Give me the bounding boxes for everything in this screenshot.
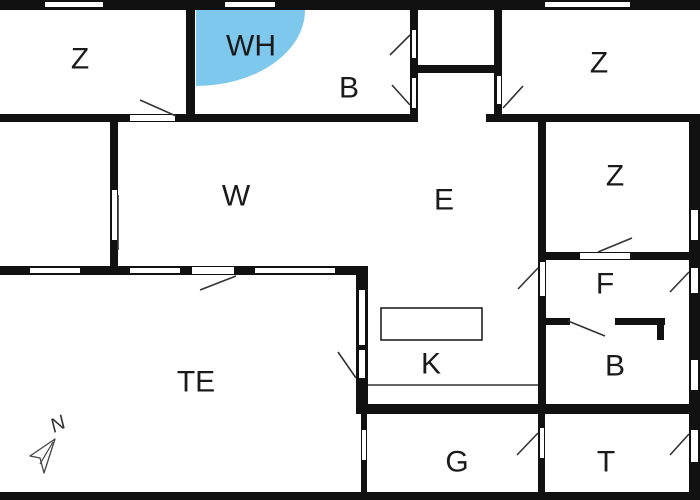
- room-label-kitchen: K: [421, 348, 441, 381]
- wall: [0, 0, 700, 10]
- door-leaf: [567, 320, 606, 337]
- door-leaf: [391, 84, 411, 106]
- wall: [0, 492, 700, 500]
- wall: [689, 120, 700, 500]
- door-leaf: [517, 267, 539, 290]
- wall: [0, 114, 418, 122]
- wall: [494, 10, 502, 118]
- door-leaf: [337, 351, 357, 379]
- window: [255, 268, 335, 273]
- room-label-bedroom-east: Z: [606, 160, 624, 193]
- room-label-living-room: W: [222, 180, 251, 213]
- hot-tub-area: [196, 10, 305, 86]
- door-gap: [359, 350, 365, 378]
- room-label-garage: G: [445, 446, 468, 479]
- door-gap: [540, 428, 544, 458]
- door-leaf: [669, 271, 690, 293]
- window: [691, 360, 698, 390]
- wall: [356, 404, 700, 414]
- wall: [186, 10, 195, 120]
- windows: [30, 2, 698, 462]
- room-label-terrace: TE: [177, 366, 215, 399]
- wall: [615, 318, 665, 325]
- wall: [418, 65, 496, 73]
- doors: [117, 34, 690, 456]
- door-gap: [691, 430, 698, 462]
- door-leaf: [199, 275, 237, 291]
- door-gap: [691, 268, 698, 293]
- wall: [0, 266, 368, 275]
- door-leaf: [669, 433, 690, 456]
- room-label-utility: F: [596, 268, 614, 301]
- door-leaf: [139, 99, 177, 117]
- door-gap: [112, 190, 117, 240]
- door-gap: [412, 30, 416, 58]
- door-gap: [362, 430, 366, 460]
- door-gap: [497, 76, 501, 104]
- wall: [486, 114, 700, 122]
- room-label-hall: E: [434, 184, 454, 217]
- window: [545, 2, 630, 7]
- room-label-tech-room: T: [597, 446, 615, 479]
- door-leaf: [516, 432, 539, 456]
- window: [30, 268, 80, 273]
- window: [691, 210, 698, 240]
- room-label-bedroom-nw: Z: [71, 43, 89, 76]
- room-label-bathroom-north: B: [339, 72, 359, 105]
- hall-opening: [420, 114, 484, 122]
- door-leaf: [597, 237, 633, 253]
- wall: [657, 318, 664, 340]
- room-label-bathroom-east: B: [605, 350, 625, 383]
- wall: [410, 10, 418, 120]
- wall: [540, 318, 570, 325]
- door-gap: [412, 78, 416, 108]
- door-gap: [192, 267, 234, 274]
- window: [45, 2, 103, 7]
- room-label-hot-tub: WH: [226, 30, 276, 63]
- kitchen-counter: [380, 307, 483, 341]
- window: [225, 2, 275, 7]
- door-leaf: [389, 34, 411, 56]
- door-leaf: [502, 85, 524, 109]
- window: [359, 290, 365, 345]
- door-gap: [130, 115, 175, 121]
- door-gap: [540, 262, 545, 296]
- room-label-bedroom-ne: Z: [590, 47, 608, 80]
- window: [130, 268, 180, 273]
- door-gap: [580, 253, 630, 259]
